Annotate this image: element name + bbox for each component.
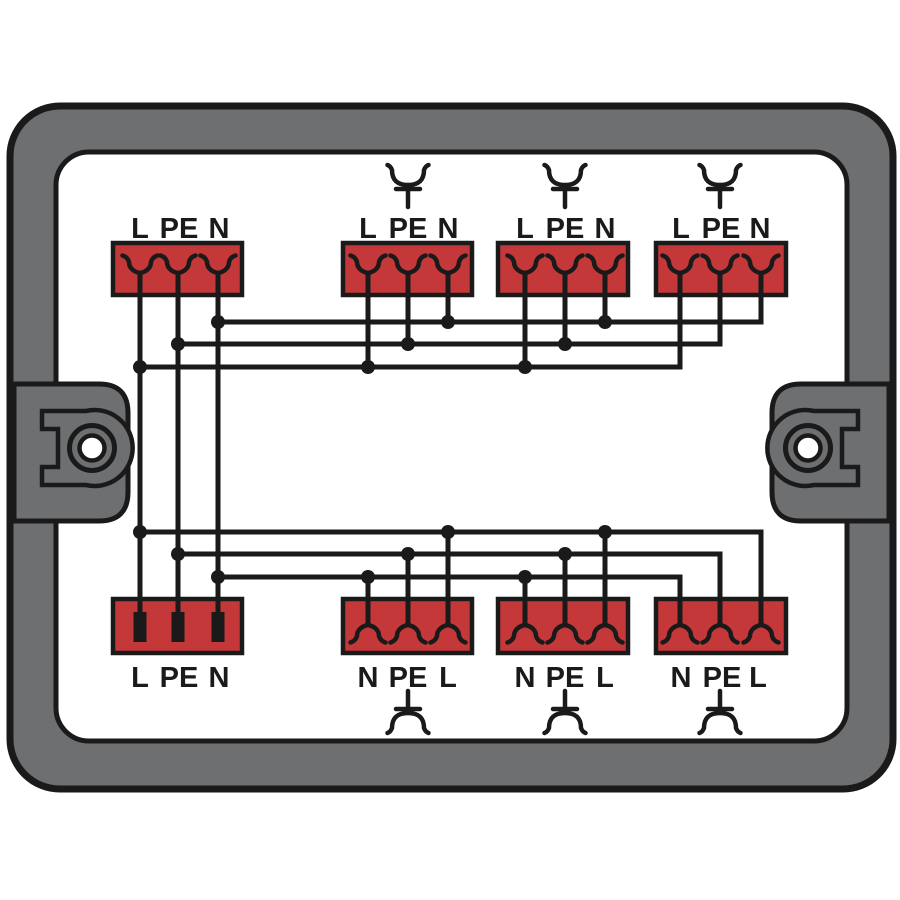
terminal-label: N	[438, 213, 459, 245]
terminal-label: N	[209, 662, 230, 694]
junction-dots	[133, 315, 612, 584]
junction-dot	[133, 525, 147, 539]
terminal-label: L	[516, 213, 534, 245]
terminal-label: L	[359, 213, 377, 245]
terminal-label: L	[131, 662, 149, 694]
screw-hole-icon	[77, 433, 107, 463]
junction-dot	[361, 570, 375, 584]
junction-dot	[133, 360, 147, 374]
junction-dot	[598, 525, 612, 539]
junction-dot	[518, 360, 532, 374]
bottom-labels: L PE N N PE L N PE L N PE L	[131, 662, 767, 694]
junction-dot	[441, 525, 455, 539]
terminal-label: N	[358, 662, 379, 694]
wire-top-bus-PE	[178, 274, 723, 347]
junction-dot	[361, 360, 375, 374]
wire-bottom-bus-PE	[178, 551, 723, 624]
terminal-label: PE	[160, 213, 199, 245]
top-labels: L PE N L PE N L PE N L PE N	[131, 213, 770, 245]
right-mounting-latch	[765, 381, 892, 524]
junction-dot	[558, 337, 572, 351]
bottom-left-clamp-terminals	[133, 612, 225, 642]
terminal-label: PE	[546, 213, 585, 245]
terminal-label: N	[595, 213, 616, 245]
clamp-terminal-icon	[211, 612, 225, 642]
junction-dot	[558, 547, 572, 561]
junction-dot	[441, 315, 455, 329]
junction-dot	[211, 315, 225, 329]
wire-bottom-bus-L	[140, 529, 764, 624]
terminal-label: N	[750, 213, 771, 245]
junction-dot	[401, 337, 415, 351]
terminal-label: PE	[702, 213, 741, 245]
terminal-label: PE	[389, 213, 428, 245]
terminal-label: PE	[160, 662, 199, 694]
terminal-label: N	[671, 662, 692, 694]
terminal-label: N	[515, 662, 536, 694]
terminal-label: L	[131, 213, 149, 245]
terminal-label: L	[596, 662, 614, 694]
left-mounting-latch	[11, 381, 135, 524]
junction-dot	[171, 547, 185, 561]
terminal-label: PE	[546, 662, 585, 694]
junction-dot	[518, 570, 532, 584]
wire-top-bus-N	[218, 274, 764, 325]
clamp-terminal-icon	[171, 612, 185, 642]
terminal-label: PE	[389, 662, 428, 694]
wire-top-bus-L	[140, 274, 683, 370]
terminal-label: L	[749, 662, 767, 694]
junction-dot	[598, 315, 612, 329]
terminal-label: N	[209, 213, 230, 245]
screw-hole-icon	[793, 433, 823, 463]
terminal-label: PE	[703, 662, 742, 694]
junction-dot	[401, 547, 415, 561]
terminal-label: L	[672, 213, 690, 245]
terminal-label: L	[439, 662, 457, 694]
junction-dot	[211, 570, 225, 584]
clamp-terminal-icon	[133, 612, 147, 642]
junction-dot	[171, 337, 185, 351]
